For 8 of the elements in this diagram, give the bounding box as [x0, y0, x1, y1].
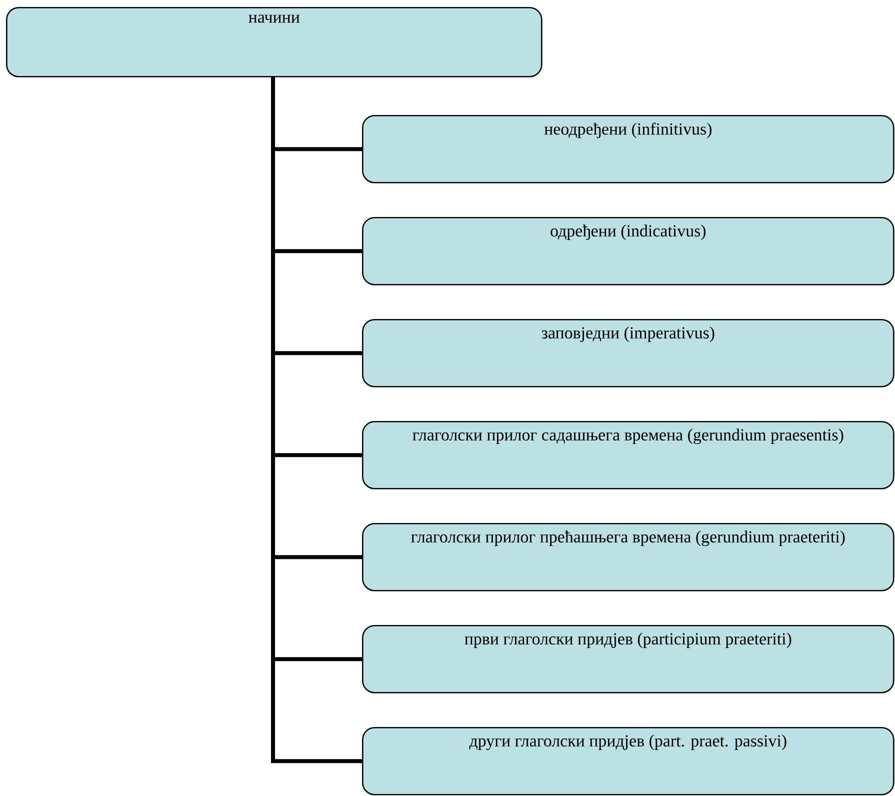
- root-box: начини: [6, 7, 542, 78]
- category-box: заповједни (imperativus): [362, 319, 894, 388]
- category-box: први глаголски придјев (participium praeteriti): [362, 625, 894, 694]
- category-box: други глаголски придјев (part. praet. passivi): [362, 727, 894, 796]
- category-box: неодређени (infinitivus): [362, 115, 894, 184]
- category-box: глаголски прилог садашњега времена (gerundium praesentis): [362, 421, 894, 490]
- category-box: одређени (indicativus): [362, 217, 894, 286]
- category-box: глаголски прилог прећашњега времена (gerundium praeteriti): [362, 523, 894, 592]
